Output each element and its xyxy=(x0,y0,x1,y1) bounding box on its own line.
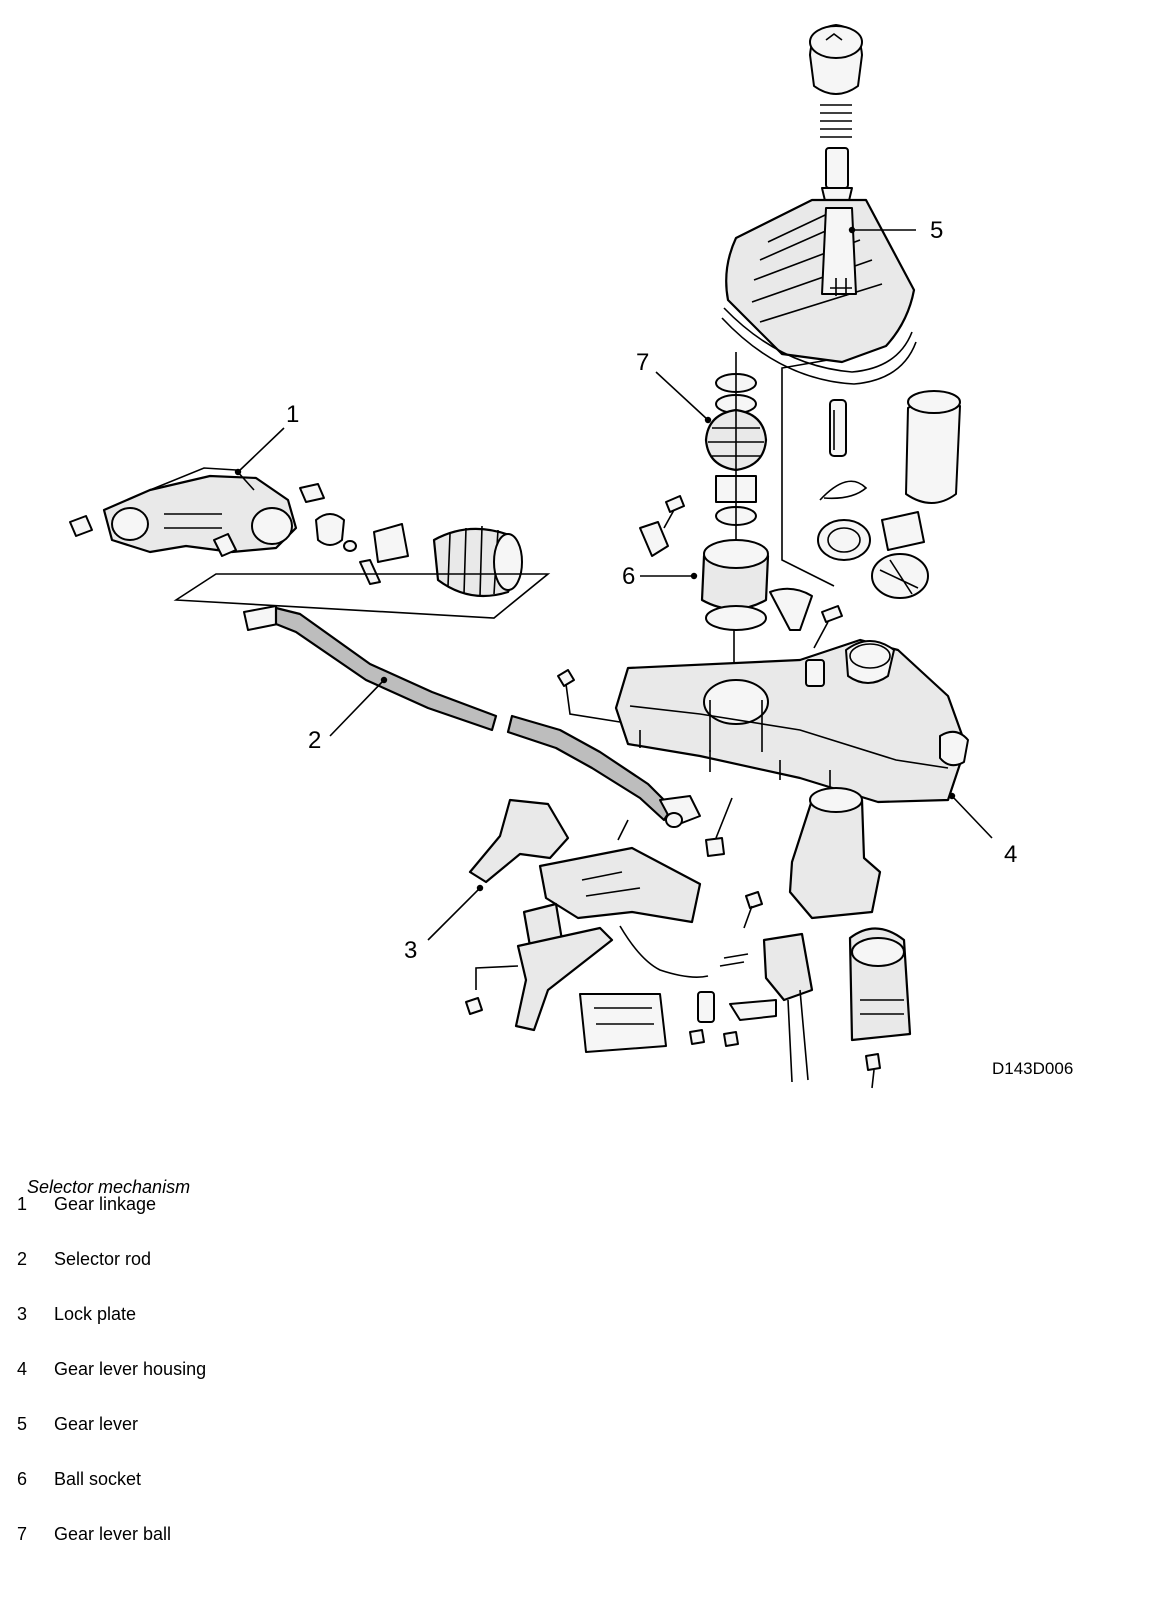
gear-lever-housing xyxy=(614,638,969,804)
callout-4: 4 xyxy=(1004,841,1017,868)
legend-item: 4 Gear lever housing xyxy=(17,1358,206,1413)
callout-5: 5 xyxy=(930,217,943,244)
parts-legend: 1 Gear linkage 2 Selector rod 3 Lock pla… xyxy=(17,1193,206,1578)
gear-lever-assembly xyxy=(721,24,917,385)
legend-number: 6 xyxy=(17,1469,28,1489)
legend-item: 2 Selector rod xyxy=(17,1248,206,1303)
legend-label: Selector rod xyxy=(54,1249,152,1269)
legend-number: 1 xyxy=(17,1194,28,1214)
legend-item: 3 Lock plate xyxy=(17,1303,206,1358)
legend-number: 4 xyxy=(17,1359,28,1379)
legend-item: 6 Ball socket xyxy=(17,1468,206,1523)
legend-number: 2 xyxy=(17,1249,28,1269)
callout-leaders xyxy=(234,226,993,941)
gear-linkage xyxy=(69,467,551,619)
ball-socket xyxy=(700,539,770,700)
legend-item: 7 Gear lever ball xyxy=(17,1523,206,1578)
legend-label: Gear lever housing xyxy=(54,1359,207,1379)
gear-lever-ball-stack xyxy=(704,352,768,580)
legend-label: Lock plate xyxy=(54,1304,137,1324)
legend-number: 7 xyxy=(17,1524,28,1544)
legend-item: 5 Gear lever xyxy=(17,1413,206,1468)
legend-label: Gear linkage xyxy=(54,1194,157,1214)
caption-title: Selector mechanism xyxy=(27,1177,191,1197)
callout-6: 6 xyxy=(622,563,635,590)
exploded-selector-diagram: 1 2 3 4 5 6 7 D143D006 xyxy=(69,24,1073,1089)
legend-label: Gear lever ball xyxy=(54,1524,172,1544)
small-fasteners xyxy=(557,495,843,723)
legend-number: 5 xyxy=(17,1414,28,1434)
legend-number: 3 xyxy=(17,1304,28,1324)
legend-label: Ball socket xyxy=(54,1469,142,1489)
legend-label: Gear lever xyxy=(54,1414,139,1434)
lock-plate-assembly xyxy=(465,798,709,1032)
callout-2: 2 xyxy=(308,727,321,754)
callout-3: 3 xyxy=(404,937,417,964)
callout-1: 1 xyxy=(286,401,299,428)
figure-code: D143D006 xyxy=(992,1059,1073,1078)
lower-housing xyxy=(705,787,912,1089)
selector-rod xyxy=(243,605,701,828)
legend-item: 1 Gear linkage xyxy=(17,1193,206,1248)
lower-small-parts xyxy=(579,953,809,1083)
lever-fittings xyxy=(781,359,961,599)
callout-7: 7 xyxy=(636,349,649,376)
